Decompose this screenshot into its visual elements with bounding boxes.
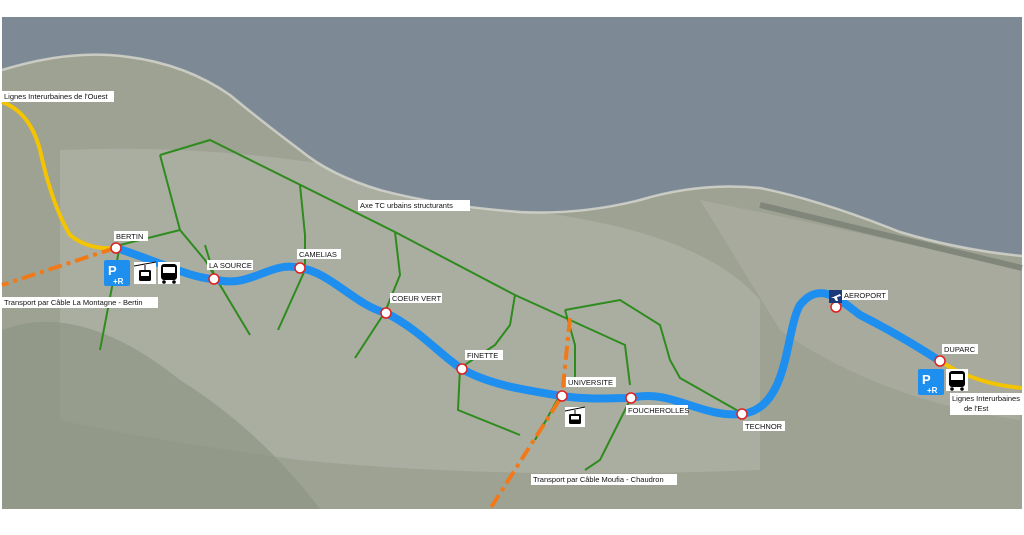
label-axe-tc: Axe TC urbains structurants <box>360 201 453 210</box>
sea <box>2 17 1022 256</box>
station-markers <box>110 242 946 420</box>
cable-car-icon <box>133 261 157 284</box>
svg-text:+R: +R <box>113 277 124 286</box>
duparc-icons: P +R <box>918 369 968 395</box>
station-label-universite: UNIVERSITE <box>568 378 613 387</box>
interurban-line-west <box>1 100 117 251</box>
park-and-ride-icon <box>104 260 130 286</box>
station-marker-foucherolles[interactable] <box>625 392 637 404</box>
label-cable-moufia: Transport par Câble Moufia - Chaudron <box>533 475 664 484</box>
interurban-line-east <box>938 359 1023 390</box>
station-label-duparc: DUPARC <box>944 345 976 354</box>
station-label-technor: TECHNOR <box>745 422 783 431</box>
station-marker-finette[interactable] <box>456 363 468 375</box>
label-east-interurban-lines: Lignes Interurbaines <box>952 394 1020 403</box>
station-marker-camelias[interactable] <box>294 262 306 274</box>
label-west-interurban-lines: Lignes Interurbaines de l'Ouest <box>4 92 108 101</box>
airport-runway <box>759 202 1023 271</box>
bus-icon-east <box>946 369 968 391</box>
label-cable-la-montagne: Transport par Câble La Montagne - Bertin <box>4 298 143 307</box>
hills-area <box>2 321 320 509</box>
station-marker-universite[interactable] <box>556 390 568 402</box>
bus-icon <box>158 262 180 284</box>
station-label-camelias: CAMELIAS <box>299 250 337 259</box>
station-marker-bertin[interactable] <box>110 242 122 254</box>
station-label-aeroport: AEROPORT <box>844 291 886 300</box>
svg-text:P: P <box>922 372 931 387</box>
bertin-icons: P +R <box>104 260 180 286</box>
station-marker-duparc[interactable] <box>934 355 946 367</box>
urban-area <box>60 148 760 474</box>
station-label-la-source: LA SOURCE <box>209 261 252 270</box>
station-label-bertin: BERTIN <box>116 232 143 241</box>
station-marker-aeroport[interactable] <box>830 301 842 313</box>
svg-text:+R: +R <box>927 386 938 395</box>
descriptive-labels: Lignes Interurbaines de l'Ouest Axe TC u… <box>2 91 1022 485</box>
station-label-foucherolles: FOUCHEROLLES <box>628 406 689 415</box>
cable-line-west <box>1 246 116 287</box>
park-and-ride-icon-east <box>918 369 944 395</box>
station-labels: BERTIN LA SOURCE CAMELIAS COEUR VERT FIN… <box>114 231 978 431</box>
airplane-icon <box>829 290 842 303</box>
station-label-coeur-vert: COEUR VERT <box>392 294 441 303</box>
universite-cable-car-icon <box>564 406 586 427</box>
station-marker-la-source[interactable] <box>208 273 220 285</box>
station-label-finette: FINETTE <box>467 351 498 360</box>
svg-text:P: P <box>108 263 117 278</box>
label-east-interurban-lines-2: de l'Est <box>964 404 989 413</box>
station-marker-technor[interactable] <box>736 408 748 420</box>
station-marker-coeur-vert[interactable] <box>380 307 392 319</box>
coastline <box>1 53 1023 258</box>
